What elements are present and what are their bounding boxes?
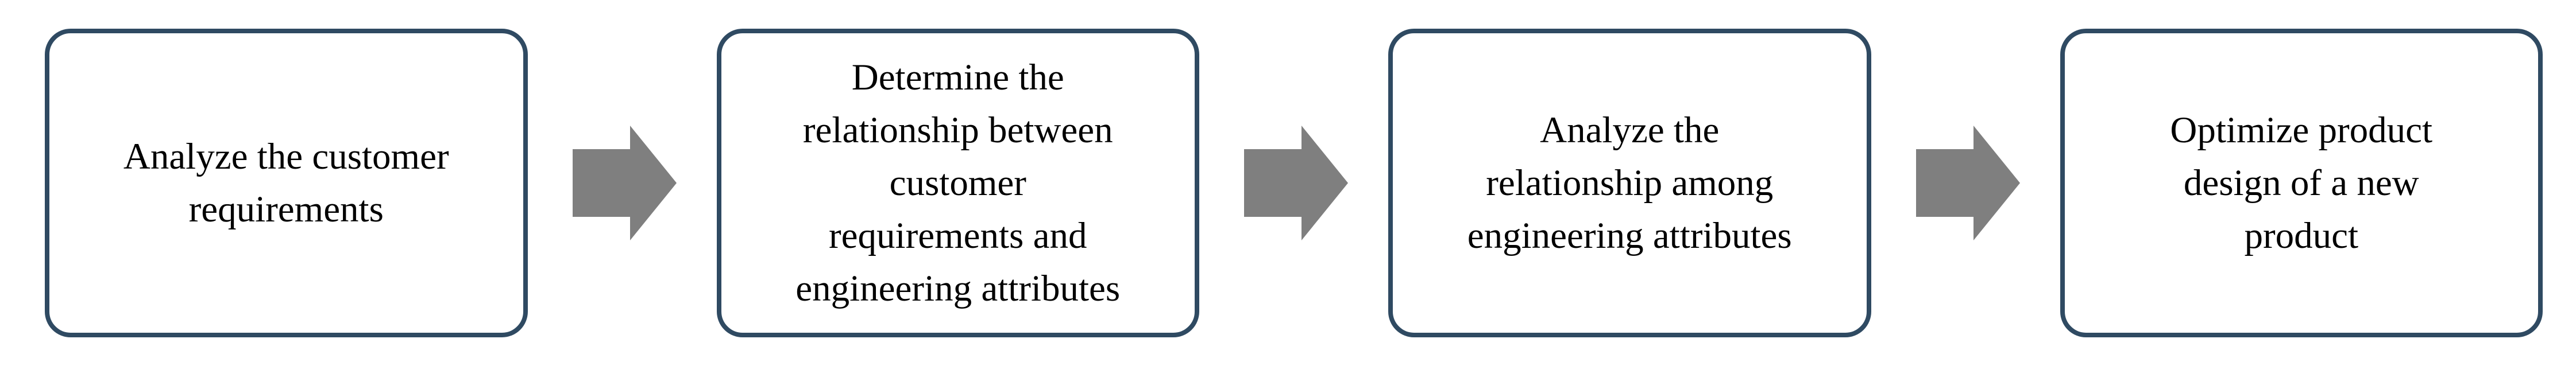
flow-step-box-1: Analyze the customer requirements	[45, 29, 528, 337]
flow-step-box-3: Analyze the relationship among engineeri…	[1388, 29, 1871, 337]
flow-step-label-3: Analyze the relationship among engineeri…	[1467, 110, 1792, 256]
arrow-right-icon-3	[1915, 126, 2020, 240]
flow-step-label-1: Analyze the customer requirements	[123, 136, 449, 230]
arrow-right-icon-1	[572, 126, 677, 240]
arrow-right-icon-2	[1244, 126, 1348, 240]
flow-step-box-4: Optimize product design of a new product	[2060, 29, 2543, 337]
flow-step-label-4: Optimize product design of a new product	[2170, 110, 2433, 256]
flow-step-box-2: Determine the relationship between custo…	[716, 29, 1199, 337]
flow-step-label-2: Determine the relationship between custo…	[795, 57, 1121, 309]
